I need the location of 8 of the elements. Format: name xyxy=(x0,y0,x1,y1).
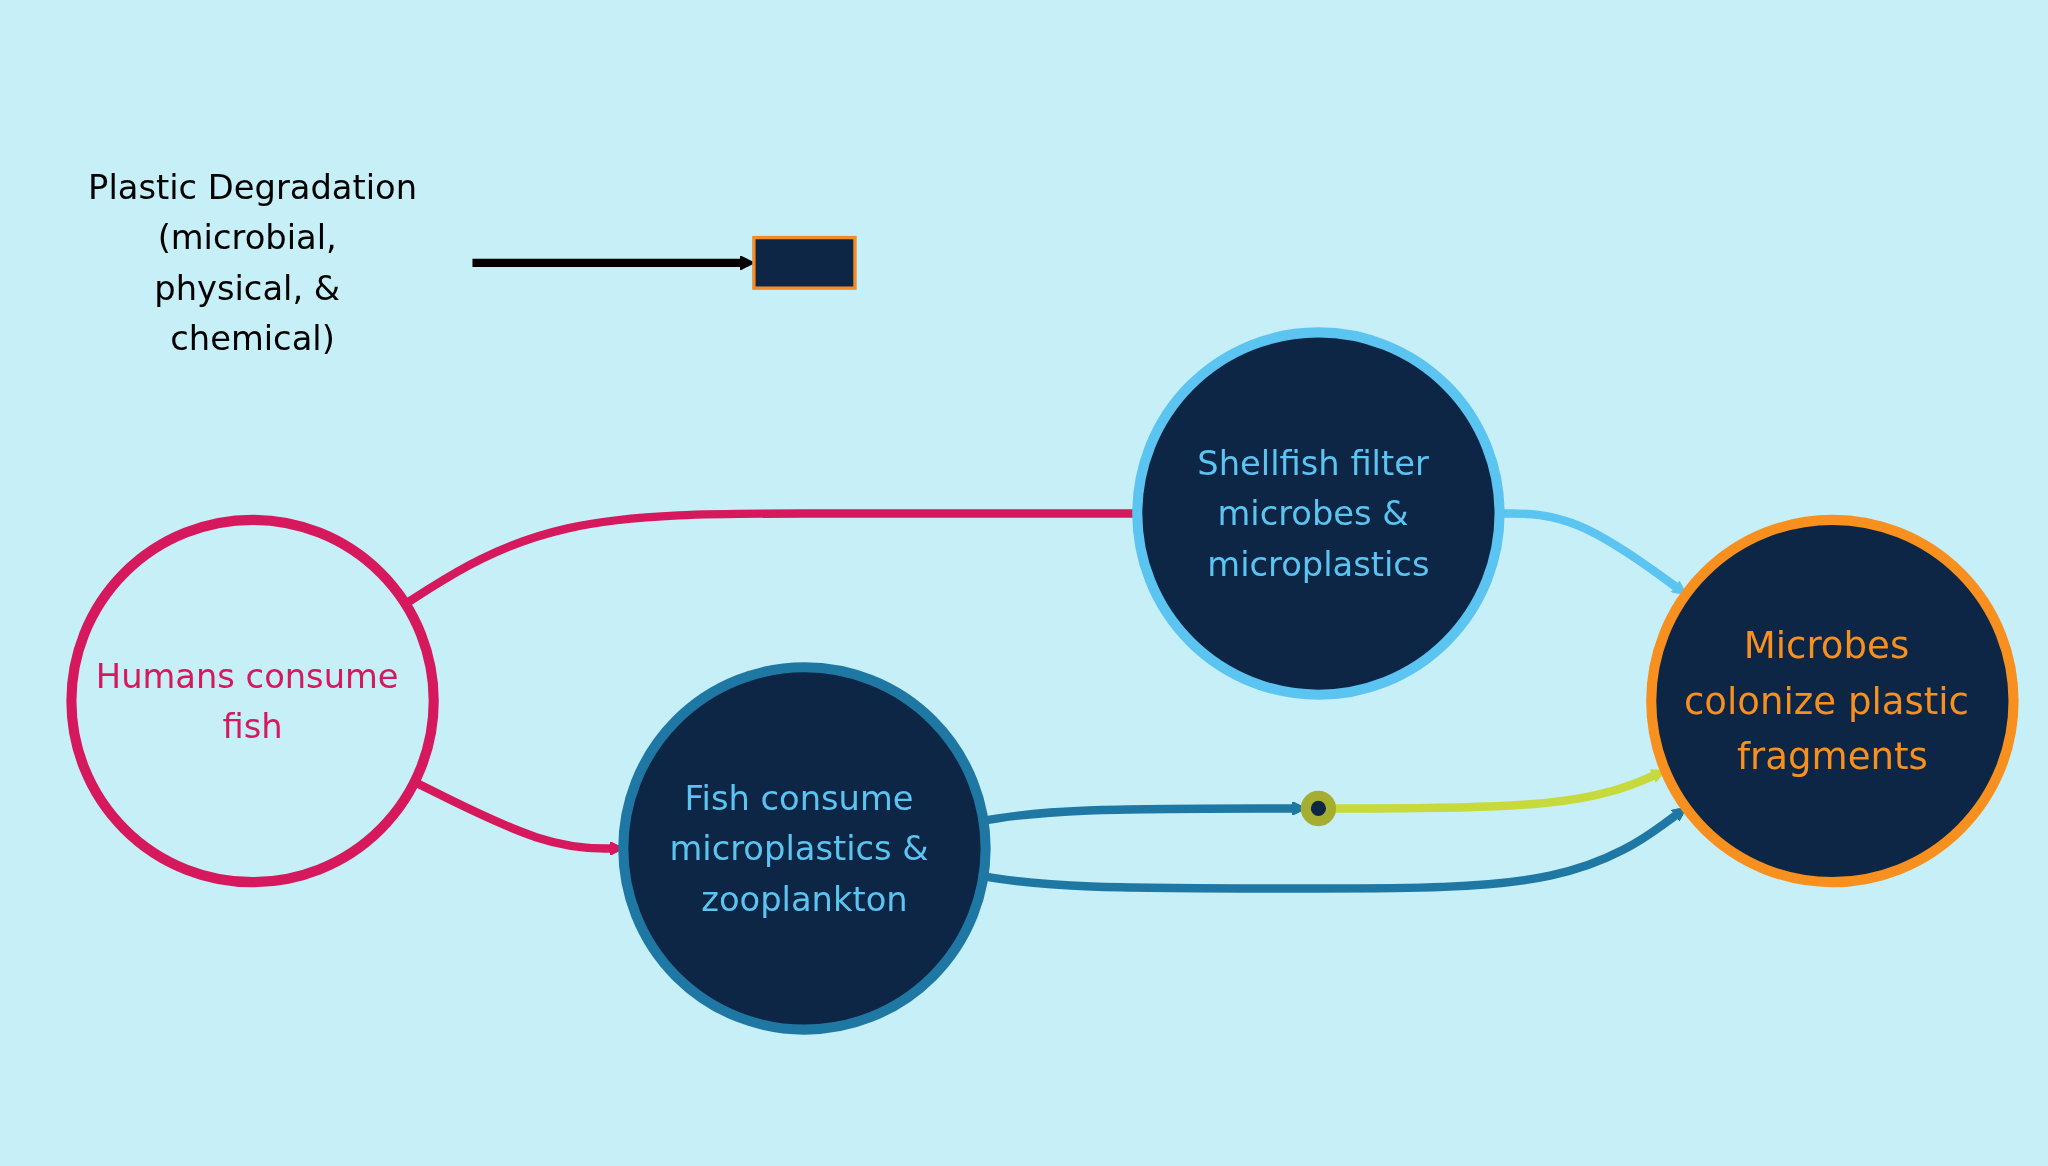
node-circle xyxy=(1646,514,2020,888)
node-circle xyxy=(618,662,992,1035)
node-text: Plastic Degradation (microbial, physical, & chemical) xyxy=(88,166,418,359)
node-circle xyxy=(1132,327,1506,700)
node-circle xyxy=(66,514,440,888)
node-circle xyxy=(1301,790,1337,827)
node-box xyxy=(752,235,858,290)
diagram: Plastic Degradation (microbial, physical, & chemical) Microbes colonize plastic fragments Humans consume fish Shellfish filter microbes & microplastics Fish consume microplastics & zooplankton xyxy=(20,122,2028,1044)
